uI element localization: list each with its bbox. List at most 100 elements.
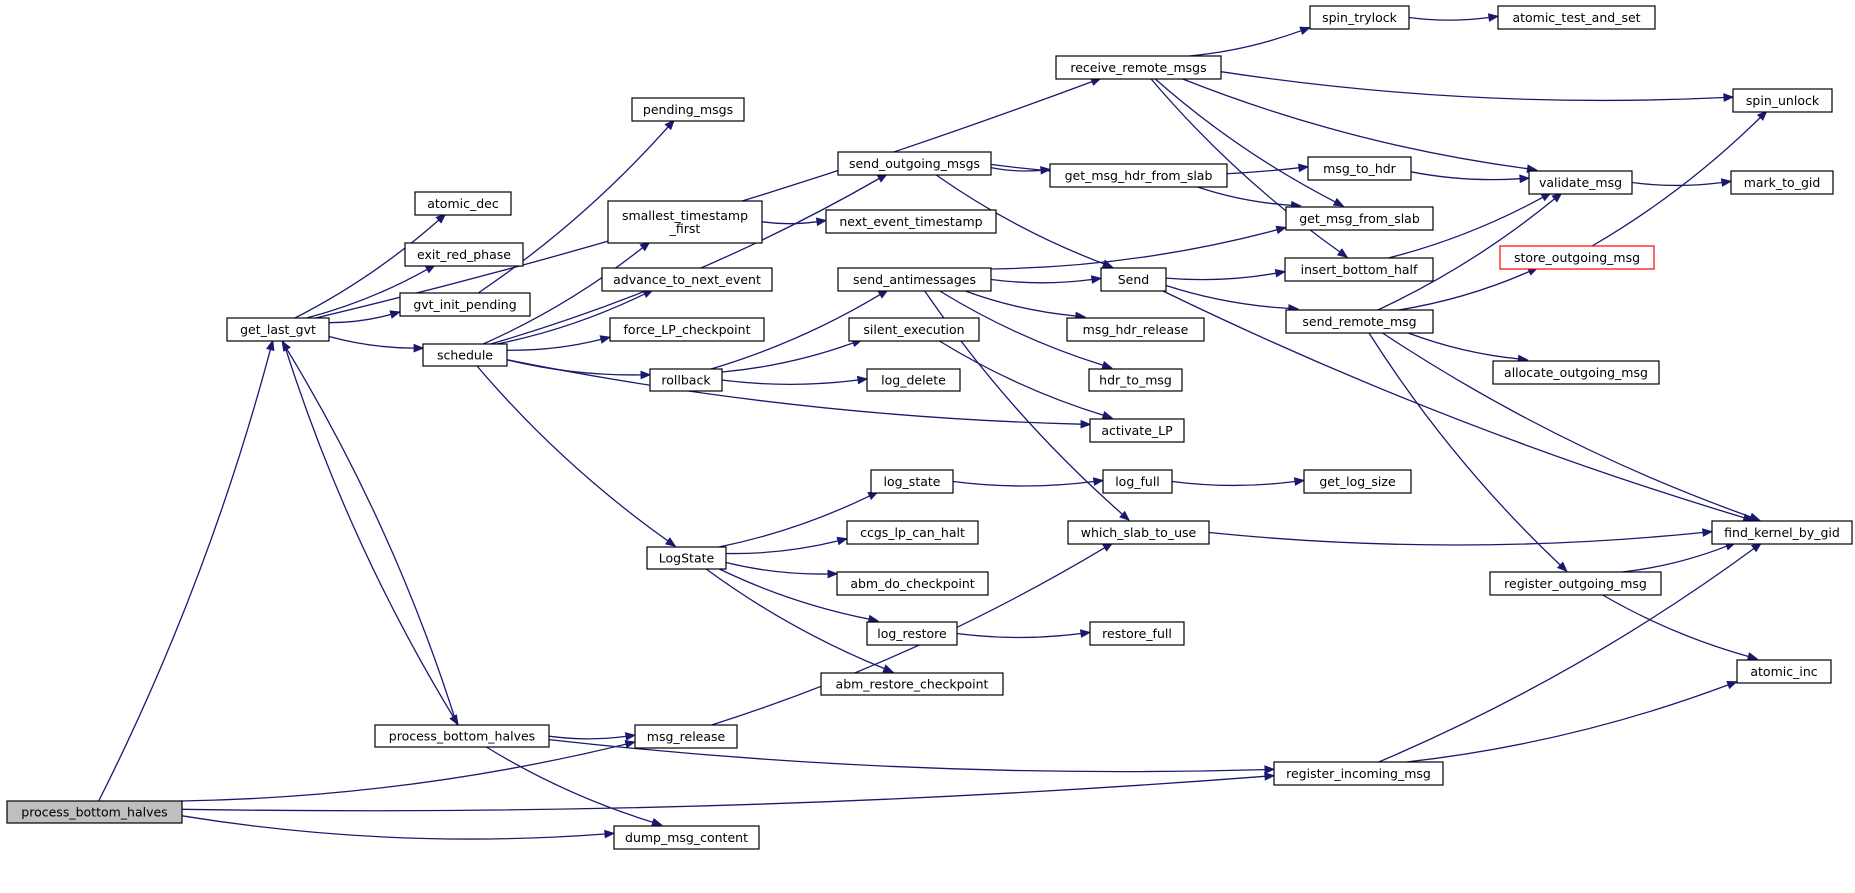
node-smallest-timestamp-first[interactable]: smallest_timestamp_first <box>607 200 763 244</box>
edge-line <box>1162 290 1745 519</box>
edge-log-restore-to-restore-full <box>956 629 1092 639</box>
node-log-state[interactable]: log_state <box>870 469 954 494</box>
edge-line <box>282 340 454 718</box>
node-label: log_full <box>1115 474 1160 489</box>
node-msg-hdr-release[interactable]: msg_hdr_release <box>1066 317 1205 342</box>
edge-log-full-to-get-log-size <box>1171 477 1306 487</box>
node-rollback[interactable]: rollback <box>649 368 723 392</box>
node-atomic-inc[interactable]: atomic_inc <box>1736 659 1832 684</box>
node-dump-msg-content[interactable]: dump_msg_content <box>613 825 760 850</box>
node-get-msg-hdr-from-slab[interactable]: get_msg_hdr_from_slab <box>1049 163 1228 188</box>
node-next-event-timestamp[interactable]: next_event_timestamp <box>825 209 997 234</box>
edge-line <box>721 379 859 385</box>
node-find-kernel-by-gid[interactable]: find_kernel_by_gid <box>1711 520 1853 545</box>
edge-line <box>710 294 881 370</box>
node-insert-bottom-half[interactable]: insert_bottom_half <box>1284 257 1434 282</box>
node-store-outgoing-msg[interactable]: store_outgoing_msg <box>1499 245 1655 270</box>
node-advance-to-next-event[interactable]: advance_to_next_event <box>601 267 773 292</box>
node-restore-full[interactable]: restore_full <box>1089 621 1185 646</box>
edge-send-to-find-kernel-by-gid <box>1162 290 1755 522</box>
node-msg-to-hdr[interactable]: msg_to_hdr <box>1307 156 1412 181</box>
node-get-msg-from-slab[interactable]: get_msg_from_slab <box>1285 206 1434 231</box>
node-which-slab-to-use[interactable]: which_slab_to_use <box>1067 520 1210 545</box>
edge-line <box>98 349 272 802</box>
node-box <box>414 191 512 216</box>
node-log-restore[interactable]: log_restore <box>866 621 958 646</box>
edge-line <box>548 735 627 740</box>
node-get-log-size[interactable]: get_log_size <box>1303 469 1412 494</box>
edge-register-outgoing-msg-to-find-kernel-by-gid <box>1622 542 1737 573</box>
node-send-outgoing-msgs[interactable]: send_outgoing_msgs <box>837 151 992 176</box>
node-log-full[interactable]: log_full <box>1102 469 1173 494</box>
node-label: get_msg_hdr_from_slab <box>1065 168 1213 183</box>
arrowhead <box>1080 419 1092 429</box>
node-atomic-test-and-set[interactable]: atomic_test_and_set <box>1497 5 1656 30</box>
node-label: hdr_to_msg <box>1099 373 1172 388</box>
node-pending-msgs[interactable]: pending_msgs <box>631 97 745 122</box>
node-receive-remote-msgs[interactable]: receive_remote_msgs <box>1055 55 1222 80</box>
edge-line <box>181 775 1266 812</box>
node-abm-restore-checkpoint[interactable]: abm_restore_checkpoint <box>820 672 1004 696</box>
arrowhead <box>1720 178 1733 187</box>
edge-line <box>990 278 1093 284</box>
node-gvt-init-pending[interactable]: gvt_init_pending <box>399 292 531 317</box>
node-validate-msg[interactable]: validate_msg <box>1528 170 1633 195</box>
node-schedule[interactable]: schedule <box>422 343 508 367</box>
node-label: rollback <box>661 373 711 388</box>
node-box <box>607 200 763 244</box>
node-register-outgoing-msg[interactable]: register_outgoing_msg <box>1489 571 1662 596</box>
node-allocate-outgoing-msg[interactable]: allocate_outgoing_msg <box>1492 360 1660 385</box>
node-hdr-to-msg[interactable]: hdr_to_msg <box>1088 368 1183 392</box>
node-msg-release[interactable]: msg_release <box>634 724 738 749</box>
node-atomic-dec[interactable]: atomic_dec <box>414 191 512 216</box>
node-send[interactable]: Send <box>1100 267 1167 292</box>
edge-rollback-to-log-delete <box>721 375 869 385</box>
node-send-remote-msg[interactable]: send_remote_msg <box>1285 309 1434 334</box>
node-spin-trylock[interactable]: spin_trylock <box>1309 5 1410 30</box>
node-silent-execution[interactable]: silent_execution <box>848 317 980 342</box>
node-label: process_bottom_halves <box>389 729 535 744</box>
node-exit-red-phase[interactable]: exit_red_phase <box>404 242 524 267</box>
edge-line <box>1398 270 1530 311</box>
node-ccgs-lp-can-halt[interactable]: ccgs_lp_can_halt <box>846 520 979 545</box>
node-box <box>1089 621 1185 646</box>
node-box <box>1736 659 1832 684</box>
arrowhead <box>882 664 895 673</box>
node-mark-to-gid[interactable]: mark_to_gid <box>1730 170 1834 195</box>
node-label: next_event_timestamp <box>839 214 982 229</box>
edge-line <box>181 815 606 840</box>
node-abm-do-checkpoint[interactable]: abm_do_checkpoint <box>836 571 989 596</box>
node-force-lp-checkpoint[interactable]: force_LP_checkpoint <box>609 317 765 342</box>
edge-register-outgoing-msg-to-atomic-inc <box>1602 594 1759 661</box>
arrowhead <box>1746 652 1759 661</box>
edge-line <box>1591 117 1761 247</box>
edge-send-remote-msg-to-allocate-outgoing-msg <box>1408 332 1529 364</box>
edge-line <box>990 166 1042 172</box>
node-box <box>866 368 961 392</box>
arrowhead <box>1726 680 1738 690</box>
node-log-delete[interactable]: log_delete <box>866 368 961 392</box>
edge-send-antimessages-to-get-msg-from-slab <box>990 225 1288 270</box>
node-label: msg_release <box>647 729 726 744</box>
node-box <box>1067 520 1210 545</box>
node-root[interactable]: process_bottom_halves <box>6 800 183 824</box>
node-process-bottom-halves2[interactable]: process_bottom_halves <box>374 724 550 748</box>
node-spin-unlock[interactable]: spin_unlock <box>1732 88 1833 113</box>
edge-line <box>306 268 428 319</box>
node-send-antimessages[interactable]: send_antimessages <box>837 267 992 292</box>
edge-receive-remote-msgs-to-get-msg-from-slab <box>1154 78 1345 207</box>
node-label: receive_remote_msgs <box>1070 60 1206 75</box>
node-register-incoming-msg[interactable]: register_incoming_msg <box>1273 761 1444 786</box>
edge-line <box>497 293 645 345</box>
node-box <box>846 520 979 545</box>
edge-send-antimessages-to-hdr-to-msg <box>939 290 1113 370</box>
node-get-last-gvt[interactable]: get_last_gvt <box>226 317 330 342</box>
node-box <box>820 672 1004 696</box>
edge-line <box>548 738 1266 773</box>
node-box <box>1273 761 1444 786</box>
node-log-state[interactable]: LogState <box>646 546 727 570</box>
edge-schedule-to-activate-lp <box>506 359 1092 429</box>
node-box <box>837 267 992 292</box>
node-activate-lp[interactable]: activate_LP <box>1089 418 1185 443</box>
node-box <box>601 267 773 292</box>
